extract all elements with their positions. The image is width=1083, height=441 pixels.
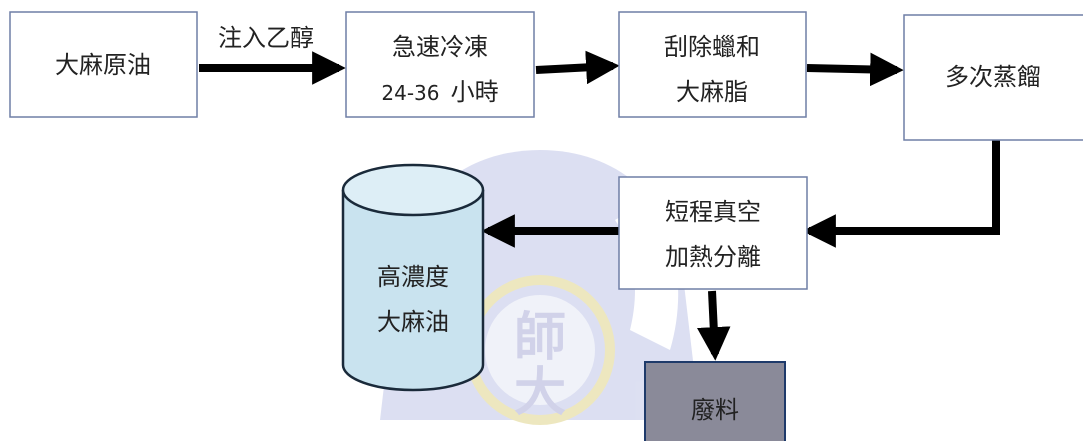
duration-number: 24-36: [381, 81, 439, 105]
step-rapid-freeze-duration: 24-36 小時: [381, 78, 498, 106]
flow-arrows: [199, 50, 1000, 361]
waste-label: 廢料: [691, 396, 739, 424]
step-short-path-vacuum-line2: 加熱分離: [665, 243, 761, 271]
step-scrape-wax-line1: 刮除蠟和: [664, 33, 760, 61]
arrow-vacuum-to-waste: [696, 290, 731, 361]
product-label-line1: 高濃度: [377, 263, 449, 291]
step-scrape-wax-line2: 大麻脂: [676, 78, 748, 106]
product-label-line2: 大麻油: [377, 308, 449, 336]
arrow-scrape-to-distill: [806, 52, 904, 87]
watermark-char-2: 大: [514, 363, 566, 423]
arrow-distill-to-vacuum: [802, 140, 1000, 248]
step-crude-oil: 大麻原油: [9, 11, 198, 118]
step-multi-distillation-label: 多次蒸餾: [945, 63, 1041, 91]
waste-box: 廢料: [644, 361, 786, 441]
step-crude-oil-label: 大麻原油: [55, 51, 151, 79]
step-short-path-vacuum: 短程真空 加熱分離: [618, 176, 808, 290]
watermark-char-1: 師: [514, 308, 566, 368]
step-short-path-vacuum-line1: 短程真空: [665, 198, 761, 226]
product-cylinder: 高濃度 大麻油: [341, 163, 485, 392]
step-rapid-freeze: 急速冷凍 24-36 小時: [345, 11, 535, 118]
arrow-freeze-to-scrape: [535, 50, 620, 85]
inject-ethanol-label: 注入乙醇: [218, 24, 314, 52]
step-rapid-freeze-label: 急速冷凍: [392, 33, 488, 61]
step-multi-distillation: 多次蒸餾: [903, 14, 1083, 141]
duration-unit: 小時: [451, 78, 499, 106]
step-scrape-wax: 刮除蠟和 大麻脂: [618, 11, 807, 118]
